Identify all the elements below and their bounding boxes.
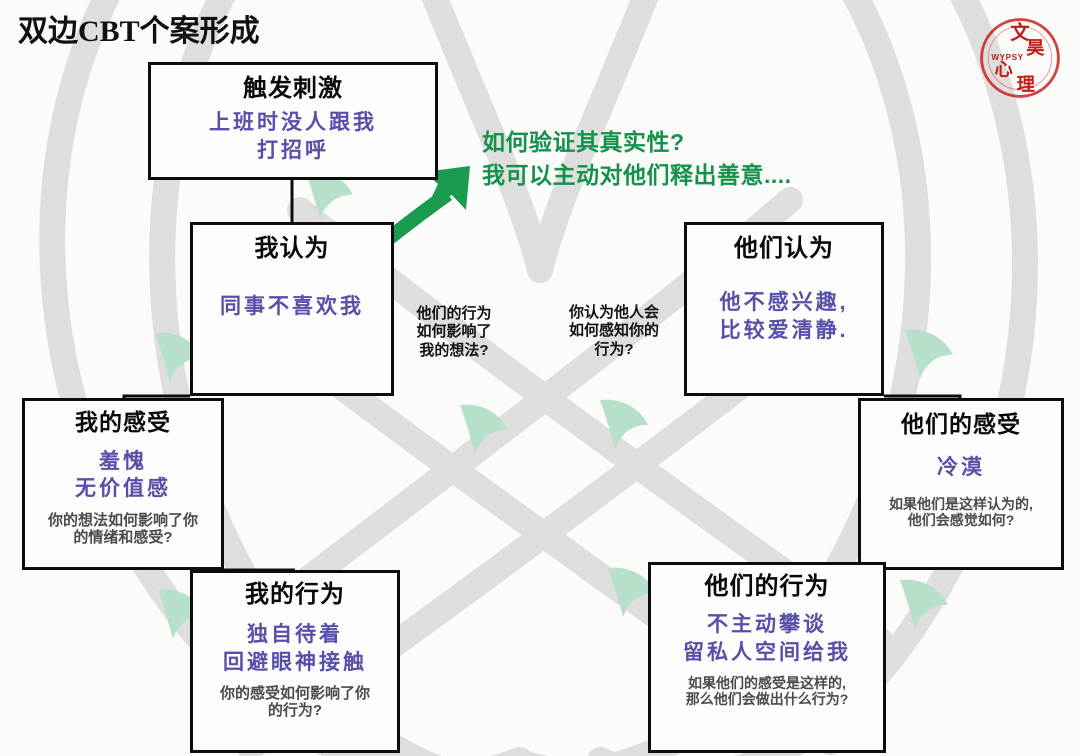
- node-title: 我的感受: [75, 409, 171, 435]
- page-title: 双边CBT个案形成: [18, 15, 260, 48]
- node-body: 独自待着 回避眼神接触: [223, 623, 367, 674]
- logo-char-4: 理: [1017, 75, 1035, 95]
- node-title: 我的行为: [245, 581, 345, 608]
- node-title: 他们的行为: [704, 573, 830, 600]
- node-i-do[interactable]: 我的行为 独自待着 回避眼神接触 你的感受如何影响了你 的行为?: [190, 570, 400, 753]
- node-they-think[interactable]: 他们认为 他不感兴趣, 比较爱清静.: [684, 222, 884, 396]
- green-annotation-question: 如何验证其真实性? 我可以主动对他们释出善意....: [482, 129, 792, 188]
- wypsy-seal-logo: 文 昊 心 理 WYPSY: [980, 18, 1060, 98]
- node-body: 冷漠: [937, 456, 985, 480]
- logo-char-2: 昊: [1026, 38, 1045, 58]
- mid-label-how-others-perceive-your-behavior: 你认为他人会 如何感知你的 行为?: [568, 304, 659, 358]
- node-they-do[interactable]: 他们的行为 不主动攀谈 留私人空间给我 如果他们的感受是这样的, 那么他们会做出…: [648, 562, 886, 753]
- node-body: 羞愧 无价值感: [75, 450, 171, 501]
- node-body: 不主动攀谈 留私人空间给我: [683, 613, 851, 664]
- node-i-think[interactable]: 我认为 同事不喜欢我: [190, 222, 394, 396]
- node-title: 我认为: [254, 235, 330, 262]
- logo-latin-text: WYPSY: [991, 53, 1023, 62]
- mid-label-their-behavior-affects-my-thoughts: 他们的行为 如何影响了 我的想法?: [416, 305, 492, 359]
- node-title: 触发刺激: [243, 75, 343, 102]
- node-title: 他们的感受: [901, 411, 1021, 437]
- node-they-feel[interactable]: 他们的感受 冷漠 如果他们是这样认为的, 他们会感觉如何?: [858, 398, 1064, 570]
- node-body: 同事不喜欢我: [220, 295, 364, 319]
- logo-char-3: 心: [995, 59, 1014, 79]
- node-note: 如果他们的感受是这样的, 那么他们会做出什么行为?: [685, 674, 849, 707]
- node-note: 你的感受如何影响了你 的行为?: [219, 684, 370, 719]
- node-body: 上班时没人跟我 打招呼: [209, 111, 377, 162]
- node-title: 他们认为: [734, 235, 834, 262]
- node-note: 你的想法如何影响了你 的情绪和感受?: [47, 511, 198, 546]
- node-note: 如果他们是这样认为的, 他们会感觉如何?: [889, 496, 1033, 529]
- node-i-feel[interactable]: 我的感受 羞愧 无价值感 你的想法如何影响了你 的情绪和感受?: [22, 398, 224, 570]
- node-trigger-stimulus[interactable]: 触发刺激 上班时没人跟我 打招呼: [148, 62, 438, 180]
- node-body: 他不感兴趣, 比较爱清静.: [719, 291, 849, 342]
